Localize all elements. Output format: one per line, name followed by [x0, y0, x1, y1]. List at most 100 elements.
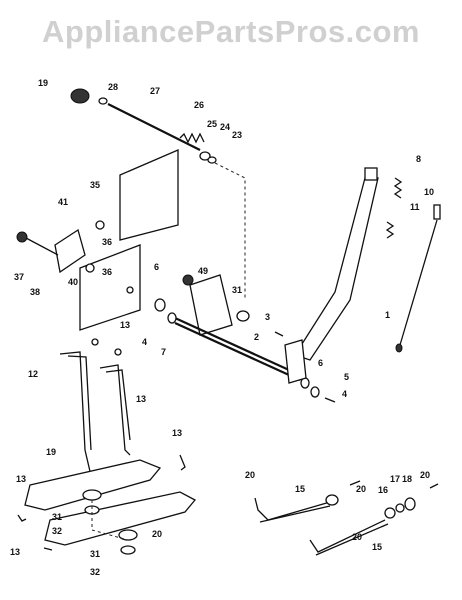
- callout-label: 20: [245, 470, 255, 480]
- callout-label: 37: [14, 272, 24, 282]
- callout-label: 32: [90, 567, 100, 577]
- lever-arm: [294, 177, 379, 361]
- pivot-49: [182, 274, 194, 286]
- lower-plate: [79, 244, 141, 331]
- callout-label: 20: [420, 470, 430, 480]
- pin-13-top-b: [114, 348, 122, 356]
- callout-label: 31: [232, 285, 242, 295]
- dashed-guide-upper: [214, 162, 246, 300]
- callout-label: 19: [46, 447, 56, 457]
- cross-shaft-assembly: [154, 274, 336, 403]
- clip-20-upper: [349, 480, 361, 486]
- callout-label: 13: [172, 428, 182, 438]
- bushing-31-upper: [82, 489, 102, 501]
- arm-19-upper: [24, 459, 162, 511]
- lift-lever: [284, 167, 403, 384]
- callout-label: 20: [356, 484, 366, 494]
- spring-26: [179, 132, 205, 144]
- callout-label: 35: [90, 180, 100, 190]
- callout-label: 32: [52, 526, 62, 536]
- callout-label: 31: [90, 549, 100, 559]
- clip-13-left-lower: [43, 547, 53, 551]
- rod-27: [107, 103, 201, 151]
- nut-24: [207, 156, 217, 164]
- bolt-38: [25, 237, 59, 256]
- callout-label: 19: [38, 78, 48, 88]
- callout-label: 8: [416, 154, 421, 164]
- lift-arms: [17, 454, 197, 555]
- bracket-assembly: [16, 228, 95, 274]
- spring-7: [393, 177, 403, 199]
- nut-28: [98, 97, 108, 105]
- cross-shaft-2-edge: [174, 321, 301, 382]
- callout-label: 6: [318, 358, 323, 368]
- callout-label: 18: [402, 474, 412, 484]
- ferrule-upper: [325, 494, 339, 506]
- adjustment-rods: [254, 480, 439, 556]
- bolt-35: [95, 220, 105, 230]
- callout-label: 49: [198, 266, 208, 276]
- callout-label: 23: [232, 130, 242, 140]
- dashed-guide-lower: [91, 500, 129, 541]
- washer-40: [85, 263, 95, 273]
- callout-label: 7: [161, 347, 166, 357]
- cable-1: [395, 204, 441, 353]
- callout-label: 10: [424, 187, 434, 197]
- clip-20-right: [429, 483, 439, 489]
- callout-labels: 19 28 27 26 25 24 23 35 41 36 37 38 40 3…: [10, 78, 434, 577]
- callout-label: 15: [372, 542, 382, 552]
- lever-grip: [364, 167, 378, 181]
- pin-13-top-a: [91, 338, 99, 346]
- clip-4-right: [324, 397, 336, 403]
- washer-25: [199, 151, 211, 161]
- callout-label: 13: [120, 320, 130, 330]
- callout-label: 40: [68, 277, 78, 287]
- cable-end-bottom: [395, 343, 403, 353]
- callout-label: 36: [102, 267, 112, 277]
- link-12: [99, 364, 131, 456]
- callout-label: 20: [352, 532, 362, 542]
- callout-label: 38: [30, 287, 40, 297]
- top-rod-assembly: [70, 88, 246, 300]
- callout-label: 15: [295, 484, 305, 494]
- pin-3: [274, 331, 284, 337]
- bushing-4-left: [154, 298, 166, 312]
- link-11-edge: [67, 355, 92, 451]
- bolt-hole: [126, 286, 134, 294]
- upper-plate: [119, 149, 179, 241]
- callout-label: 31: [52, 512, 62, 522]
- clip-13-left-upper: [17, 514, 27, 522]
- callout-label: 3: [265, 312, 270, 322]
- nut-16: [384, 507, 396, 519]
- link-12-edge: [105, 369, 131, 441]
- callout-label: 2: [254, 332, 259, 342]
- rod-15-lower: [309, 519, 386, 553]
- callout-label: 4: [342, 389, 347, 399]
- callout-label: 13: [10, 547, 20, 557]
- mounting-plate: [79, 149, 179, 331]
- callout-label: 13: [16, 474, 26, 484]
- cross-shaft-2: [174, 316, 301, 377]
- link-11: [59, 351, 93, 481]
- callout-label: 4: [142, 337, 147, 347]
- callout-label: 6: [154, 262, 159, 272]
- watermark-text: AppliancePartsPros.com: [42, 14, 420, 49]
- callout-label: 13: [136, 394, 146, 404]
- callout-label: 16: [378, 485, 388, 495]
- callout-label: 12: [28, 369, 38, 379]
- bracket-49: [189, 274, 233, 336]
- callout-label: 24: [220, 122, 230, 132]
- cable-end-top: [433, 204, 441, 220]
- spring-10: [385, 221, 395, 239]
- callout-label: 11: [410, 202, 420, 212]
- callout-label: 5: [344, 372, 349, 382]
- washer-32-lower: [120, 545, 136, 555]
- bracket-41: [54, 228, 86, 274]
- callout-label: 17: [390, 474, 400, 484]
- arm-19-lower: [44, 491, 197, 546]
- rod-15-upper: [254, 497, 331, 521]
- knob-37: [16, 231, 28, 243]
- ferrule-18: [404, 497, 416, 511]
